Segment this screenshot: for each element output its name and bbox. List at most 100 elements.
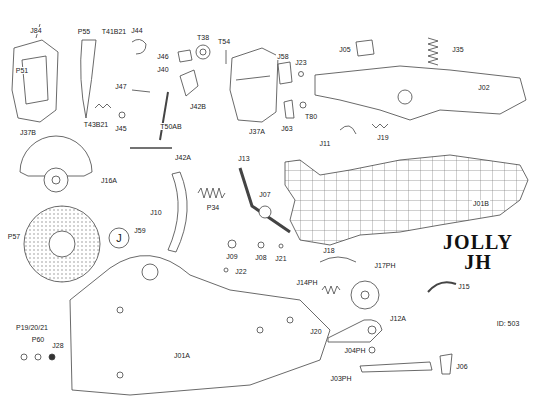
cover-part xyxy=(230,48,278,122)
logo-letter: J xyxy=(115,233,123,244)
cover-part xyxy=(12,40,58,122)
bar-part xyxy=(360,362,432,372)
part-number: J84 xyxy=(29,27,42,34)
part-number: J22 xyxy=(234,268,247,275)
washer-part xyxy=(119,112,125,118)
part-number: P51 xyxy=(15,67,29,74)
part-number: J09 xyxy=(225,253,238,260)
part-number: P34 xyxy=(206,204,220,211)
part-number: T41B21 xyxy=(101,28,128,35)
part-number: J28 xyxy=(51,342,64,349)
part-number: J40 xyxy=(156,66,169,73)
part-number: J17PH xyxy=(373,262,396,269)
part-number: J21 xyxy=(274,255,287,262)
pin-part xyxy=(132,90,150,92)
part-number: T80 xyxy=(304,113,318,120)
roller-part xyxy=(259,206,271,218)
part-number: J02 xyxy=(477,84,490,91)
part-number: J37A xyxy=(248,128,266,135)
handle-part xyxy=(315,66,526,120)
cover-detail xyxy=(236,76,270,80)
pin-part xyxy=(160,92,168,140)
part-number: J03PH xyxy=(329,375,352,382)
part-number: J44 xyxy=(130,27,143,34)
part-number: J42B xyxy=(189,103,207,110)
part-number: J15 xyxy=(457,283,470,290)
cover-detail xyxy=(22,56,48,104)
part-number: T38 xyxy=(196,34,210,41)
part-number: J58 xyxy=(276,53,289,60)
part-number: P19/20/21 xyxy=(15,324,49,331)
part-number: J07 xyxy=(258,191,271,198)
gear-part xyxy=(196,45,210,59)
part-number: J46 xyxy=(156,53,169,60)
spring-part xyxy=(198,188,225,198)
trigger-part xyxy=(340,126,356,134)
part-number: J08 xyxy=(254,254,267,261)
gear-part xyxy=(351,281,379,309)
spring-part xyxy=(322,286,340,294)
housing-part xyxy=(70,256,330,395)
screw-part xyxy=(299,72,304,77)
part-number: J18 xyxy=(322,247,335,254)
part-number: J35 xyxy=(451,46,464,53)
part-number: J37B xyxy=(19,129,37,136)
logo-badge xyxy=(109,228,129,248)
part-number: J13 xyxy=(237,155,250,162)
arm-part xyxy=(428,282,456,292)
tape-core xyxy=(49,231,75,257)
chain-part xyxy=(81,40,96,118)
screw-part xyxy=(224,268,228,272)
tape-roll xyxy=(24,206,100,282)
washer-part xyxy=(35,354,41,360)
pin-part xyxy=(130,147,172,149)
part-number: J16A xyxy=(100,177,118,184)
part-number: P55 xyxy=(77,28,91,35)
screw-part xyxy=(369,347,375,353)
part-number: J01B xyxy=(472,200,490,207)
part-number: J59 xyxy=(133,227,146,234)
part-number: J47 xyxy=(114,83,127,90)
pin-part xyxy=(226,50,227,64)
spring-part xyxy=(428,38,438,65)
spring-part xyxy=(372,124,388,128)
clip-part xyxy=(320,257,356,262)
washer-part xyxy=(21,354,27,360)
part-number: P57 xyxy=(7,233,21,240)
part-number: T54 xyxy=(217,38,231,45)
lever-part xyxy=(240,168,290,232)
part-number: J12A xyxy=(389,315,407,322)
part-number: J05 xyxy=(338,46,351,53)
washer-part xyxy=(300,102,306,108)
part-number: J10 xyxy=(149,209,162,216)
small-part xyxy=(284,100,294,118)
washer-part xyxy=(49,354,55,360)
part-number: J20 xyxy=(309,328,322,335)
lever-part xyxy=(168,172,187,252)
small-part xyxy=(178,50,192,62)
plate-part xyxy=(328,320,382,342)
part-number: P60 xyxy=(31,336,45,343)
gear-part xyxy=(44,168,68,192)
part-number: T43B21 xyxy=(83,121,110,128)
washer-part xyxy=(279,244,283,248)
part-number: T50AB xyxy=(159,123,182,130)
small-part xyxy=(440,354,452,374)
washer-part xyxy=(228,240,236,248)
part-number: J01A xyxy=(173,352,191,359)
part-number: J04PH xyxy=(343,347,366,354)
part-number: J45 xyxy=(114,125,127,132)
part-number: J06 xyxy=(455,363,468,370)
part-number: J63 xyxy=(280,125,293,132)
clip-part xyxy=(132,39,146,54)
part-number: J19 xyxy=(376,134,389,141)
part-number: J42A xyxy=(174,154,192,161)
small-part xyxy=(356,40,374,56)
spring-part xyxy=(95,104,111,108)
part-number: J23 xyxy=(294,59,307,66)
part-number: J11 xyxy=(319,140,332,147)
part-number: J14PH xyxy=(295,279,318,286)
washer-part xyxy=(258,242,264,248)
